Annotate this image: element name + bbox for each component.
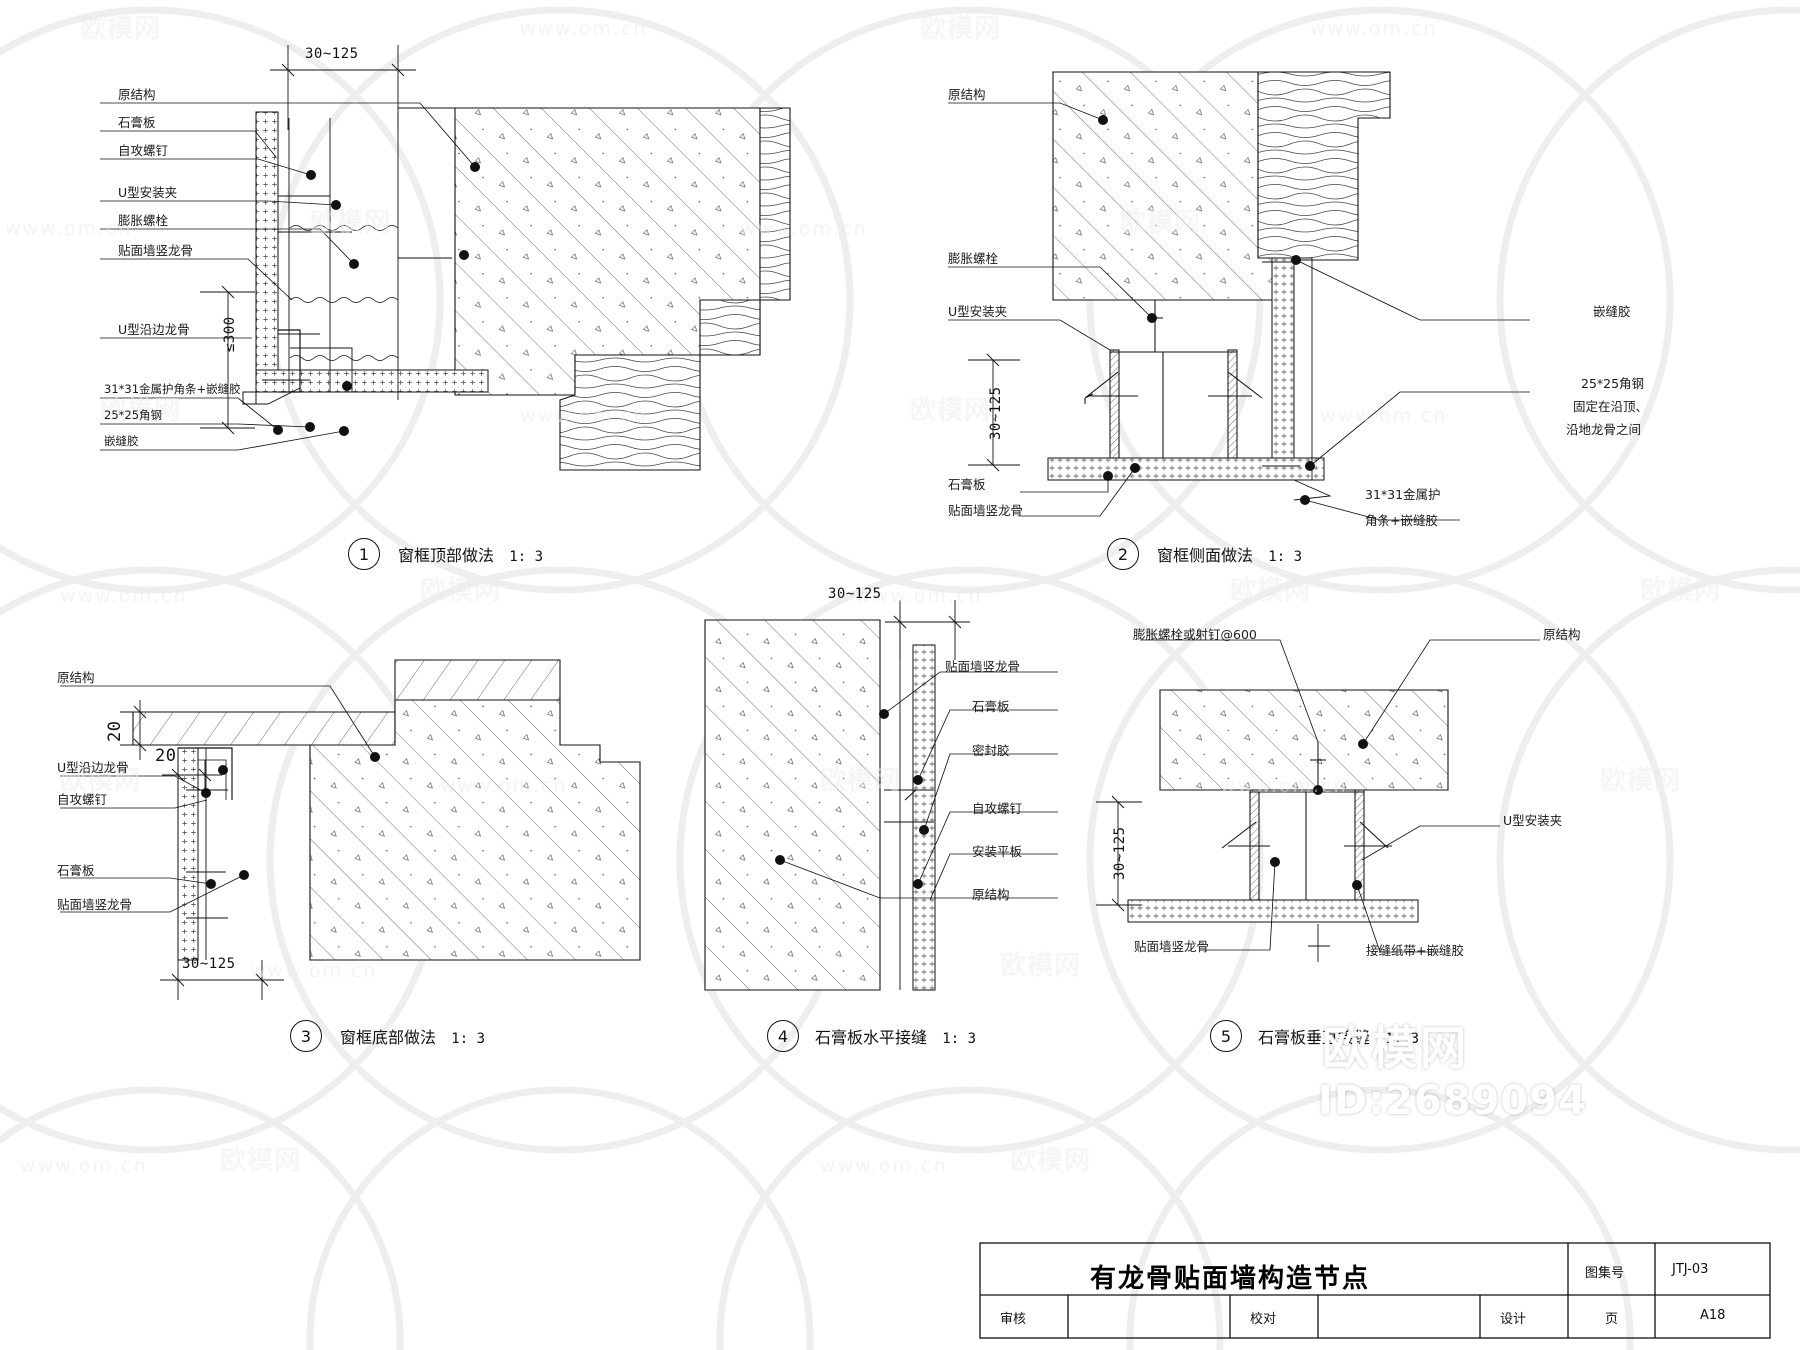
d4-dim-30-125: 30~125 [828, 586, 882, 602]
d5-label-u-mounting-clip: U型安装夹 [1503, 813, 1563, 828]
d2-label-joint-sealant: 嵌缝胶 [1593, 304, 1631, 319]
check-label: 校对 [1250, 1312, 1277, 1327]
d2-label-corner-bead-2: 角条+嵌缝胶 [1365, 513, 1438, 528]
d1-label-expansion-bolt: 膨胀螺栓 [118, 213, 169, 228]
d2-dim-30-125: 30~125 [988, 386, 1004, 440]
d2-label-original-structure: 原结构 [948, 87, 986, 102]
d1-label-joint-sealant: 嵌缝胶 [104, 434, 139, 448]
d4-label-mounting-plate: 安装平板 [972, 844, 1023, 859]
detail-bubble-4[interactable]: 4 [767, 1020, 799, 1052]
d1-dim-le-300: ≤300 [222, 316, 238, 352]
d3-label-veneer-wall-stud: 贴面墙竖龙骨 [57, 897, 133, 912]
d4-label-original-structure: 原结构 [972, 887, 1010, 902]
d5-label-joint-tape: 接缝纸带+嵌缝胶 [1366, 943, 1464, 958]
drawing-number-label: 图集号 [1585, 1266, 1625, 1281]
d1-label-u-edge-keel: U型沿边龙骨 [118, 322, 190, 337]
d4-label-sealant: 密封胶 [972, 743, 1010, 758]
d2-label-expansion-bolt: 膨胀螺栓 [948, 251, 999, 266]
d5-dim-30-125: 30~125 [1112, 826, 1128, 880]
d3-dim-20-horizontal: 20 [155, 746, 177, 766]
d1-label-gypsum-board: 石膏板 [118, 115, 156, 130]
d1-label-self-tapping-screw: 自攻螺钉 [118, 143, 169, 158]
d1-label-u-mounting-clip: U型安装夹 [118, 185, 178, 200]
drawing-number-value: JTJ-03 [1672, 1262, 1709, 1277]
d2-label-veneer-wall-stud: 贴面墙竖龙骨 [948, 503, 1024, 518]
detail-caption-1: 窗框顶部做法 1: 3 [398, 546, 543, 565]
d1-label-original-structure: 原结构 [118, 87, 156, 102]
d3-dim-20-vertical: 20 [105, 720, 125, 742]
page-number: A18 [1700, 1308, 1726, 1323]
sheet-title: 有龙骨贴面墙构造节点 [1090, 1264, 1371, 1294]
detail-caption-4: 石膏板水平接缝 1: 3 [815, 1028, 976, 1047]
d4-label-veneer-wall-stud: 贴面墙竖龙骨 [945, 659, 1021, 674]
detail-caption-2: 窗框侧面做法 1: 3 [1157, 546, 1302, 565]
d3-label-self-tapping-screw: 自攻螺钉 [57, 792, 108, 807]
d3-label-gypsum-board: 石膏板 [57, 863, 95, 878]
review-label: 审核 [1000, 1312, 1027, 1327]
page-label: 页 [1605, 1312, 1619, 1327]
d5-label-veneer-wall-stud: 贴面墙竖龙骨 [1134, 939, 1210, 954]
detail-bubble-3[interactable]: 3 [290, 1020, 322, 1052]
detail-bubble-1[interactable]: 1 [348, 538, 380, 570]
d2-label-u-mounting-clip: U型安装夹 [948, 304, 1008, 319]
d1-label-veneer-wall-stud: 贴面墙竖龙骨 [118, 243, 194, 258]
detail-caption-3: 窗框底部做法 1: 3 [340, 1028, 485, 1047]
design-label: 设计 [1500, 1312, 1527, 1327]
detail-bubble-5[interactable]: 5 [1210, 1020, 1242, 1052]
d3-label-u-edge-keel: U型沿边龙骨 [57, 760, 129, 775]
id-watermark-badge: ID:2689094 [1318, 1078, 1587, 1124]
d5-label-original-structure: 原结构 [1543, 627, 1581, 642]
detail-bubble-2[interactable]: 2 [1107, 538, 1139, 570]
brand-watermark-badge: 欧模网 [1322, 1021, 1469, 1075]
d5-label-expansion-bolt-or-nail: 膨胀螺栓或射钉@600 [1133, 627, 1257, 642]
d4-label-self-tapping-screw: 自攻螺钉 [972, 801, 1023, 816]
d2-label-angle-steel-2: 固定在沿顶、 [1573, 399, 1649, 414]
d1-label-angle-steel: 25*25角钢 [104, 408, 163, 422]
d4-label-gypsum-board: 石膏板 [972, 699, 1010, 714]
detail-caption-5: 石膏板垂直接缝 1: 3 [1258, 1028, 1419, 1047]
d2-label-gypsum-board: 石膏板 [948, 477, 986, 492]
d1-dim-30-125: 30~125 [305, 46, 359, 62]
d2-label-angle-steel-1: 25*25角钢 [1581, 376, 1645, 391]
d3-dim-30-125: 30~125 [182, 956, 236, 972]
d1-label-corner-bead: 31*31金属护角条+嵌缝胶 [104, 382, 241, 396]
d2-label-corner-bead-1: 31*31金属护 [1365, 487, 1441, 502]
d2-label-angle-steel-3: 沿地龙骨之间 [1566, 422, 1642, 437]
d3-label-original-structure: 原结构 [57, 670, 95, 685]
